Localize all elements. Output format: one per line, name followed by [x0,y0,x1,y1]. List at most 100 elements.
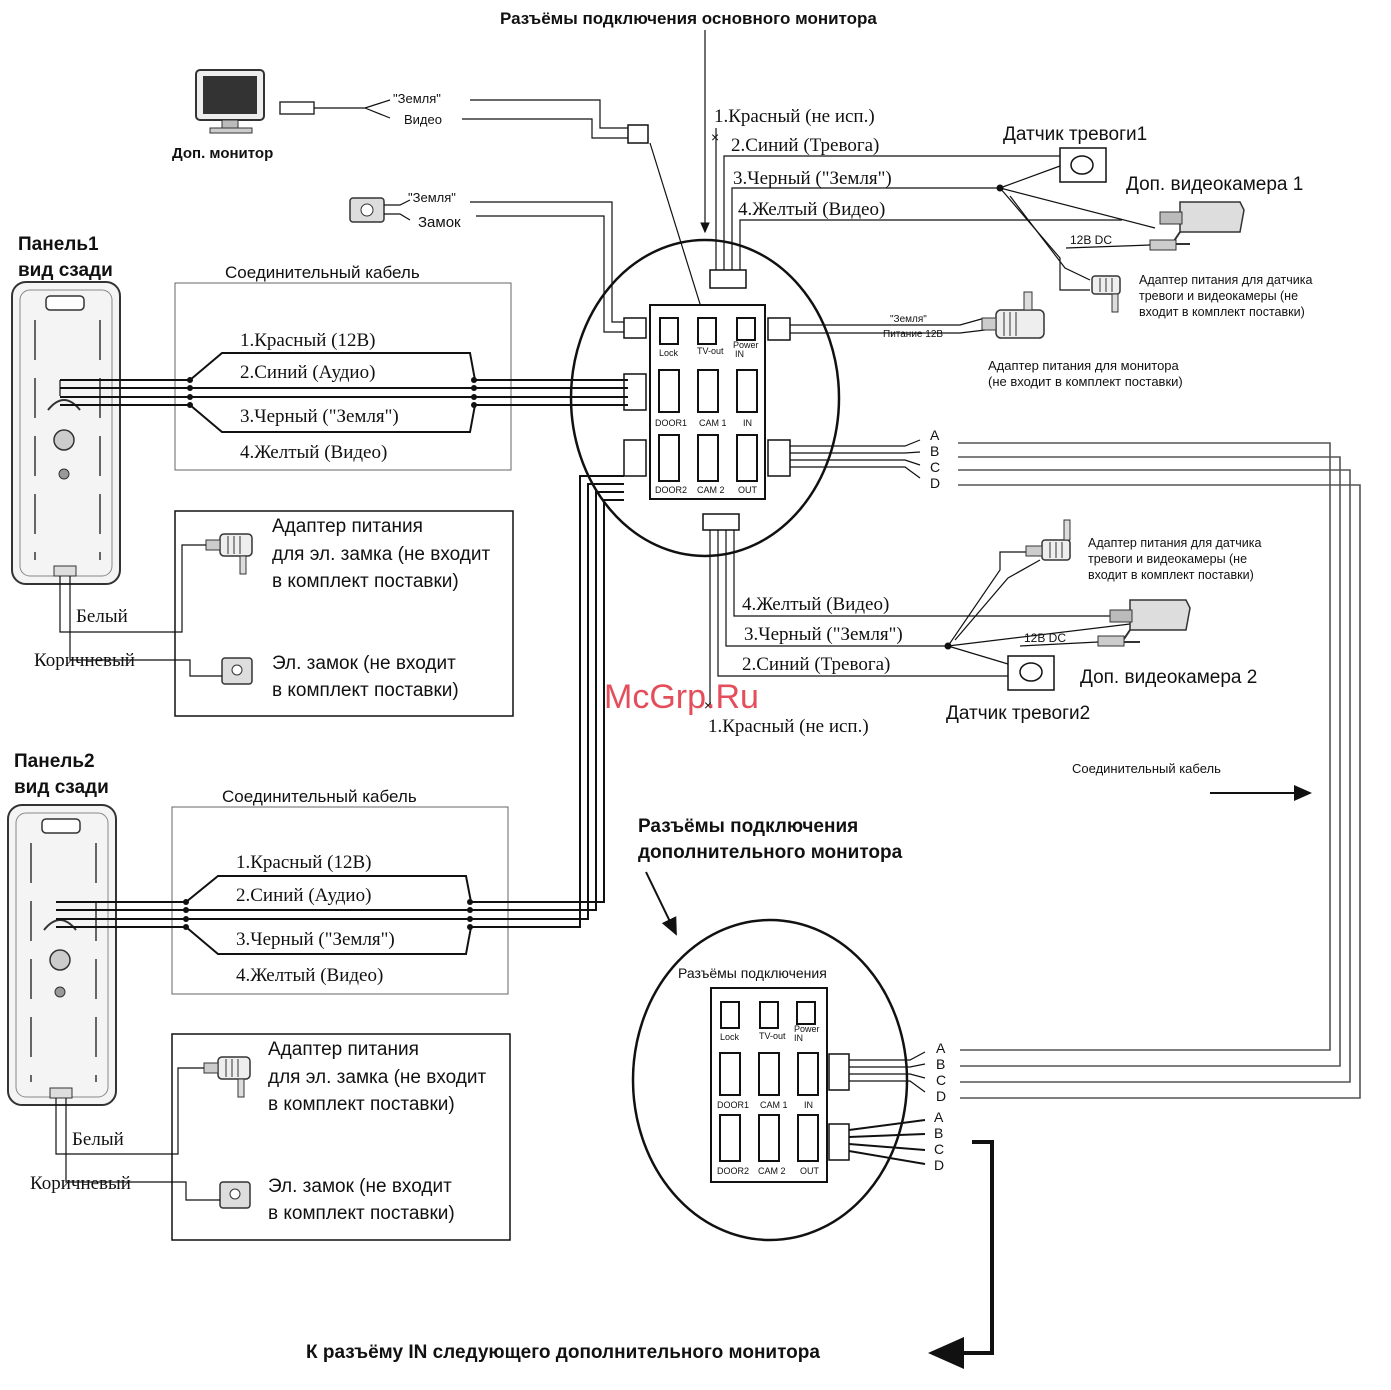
alarm-sensor-1-label: Датчик тревоги1 [1003,124,1147,145]
panel2-lock-icon [219,1181,251,1209]
out-plug [767,439,791,477]
ext-in-d: D [936,1088,946,1104]
ext-out-c: C [934,1141,944,1157]
cam2-wire-yellow: 4.Желтый (Видео) [742,594,889,615]
panel2-adapter-l1: Адаптер питания [268,1039,419,1060]
ext-in-c: C [936,1072,946,1088]
panel1-cable-title: Соединительный кабель [225,263,420,282]
panel1-wire-blue: 2.Синий (Аудио) [240,362,375,383]
panel1-adapter-l2: для эл. замка (не входит [272,544,490,565]
extra-monitor-icon [195,69,265,134]
panel2-adapter-l2: для эл. замка (не входит [268,1067,486,1088]
main-out-c: C [930,459,940,475]
ext-in-plug [828,1053,850,1091]
camera-2-adapter-l2: тревоги и видеокамеры (не [1088,552,1247,566]
main-power-label: Power [733,340,759,350]
panel1-lock-frame [174,510,514,717]
camera-1-adapter-icon [1091,275,1121,313]
ext-monitor-outline [631,918,909,1242]
ext-title-arrow [645,871,677,936]
tvout-plug [627,124,649,144]
ext-door2-label: DOOR2 [717,1166,749,1176]
camera-2-dc: 12В DC [1024,631,1066,645]
ext-cam1-label: CAM 1 [760,1100,788,1110]
panel1-wire-yellow: 4.Желтый (Видео) [240,442,387,463]
camera-2-adapter-l1: Адаптер питания для датчика [1088,536,1261,550]
door1-plug [623,373,647,411]
panel1-cable-frame [174,282,512,471]
cam1-wire-yellow: 4.Желтый (Видео) [738,199,885,220]
main-connector-panel [649,304,766,500]
panel2-subtitle: вид сзади [14,777,109,798]
monitor-power-ground: "Земля" [890,314,927,325]
cam2-wire-blue: 2.Синий (Тревога) [742,654,890,675]
panel2-adapter-l3: в комплект поставки) [268,1094,455,1115]
panel1-lock-icon [221,657,253,685]
cam2-plug [702,513,740,531]
main-connector-glyphs [658,317,758,482]
camera-1-label: Доп. видеокамера 1 [1126,174,1303,195]
svg-text:×: × [704,697,712,713]
panel2-adapter-icon [203,1056,251,1098]
panel2-wire-black: 3.Черный ("Земля") [236,929,395,950]
panel1-brown-label: Коричневый [34,650,135,671]
main-monitor-title: Разъёмы подключения основного монитора [500,9,877,28]
ext-lock-label: Lock [720,1032,740,1042]
ext-out-d: D [934,1157,944,1173]
panel1-adapter-l1: Адаптер питания [272,516,423,537]
ext-connector-panel [710,987,828,1183]
alarm-sensor-2 [1007,655,1055,691]
ext-door1-label: DOOR1 [717,1100,749,1110]
door2-plug [623,439,647,477]
monitor-power-adapter-l2: (не входит в комплект поставки) [988,374,1183,389]
panel2-wire-blue: 2.Синий (Аудио) [236,885,371,906]
monitor-power-adapter-icon [981,291,1045,339]
main-tvout-label: TV-out [697,346,724,356]
main-out-b: B [930,443,939,459]
extra-monitor-ground: "Земля" [393,91,441,106]
main-cam2-label: CAM 2 [697,485,725,495]
ext-out-b: B [934,1125,943,1141]
camera-2-adapter-l3: входит в комплект поставки) [1088,568,1254,582]
cam1-wire-red: 1.Красный (не исп.) [714,106,875,127]
ext-monitor-title-l1: Разъёмы подключения [638,816,858,837]
panel1-wire-red: 1.Красный (12В) [240,330,375,351]
panel1-title: Панель1 [18,234,99,255]
main-in-label: IN [743,418,752,428]
camera-2-icon [1097,599,1191,647]
panel2-lock-l1: Эл. замок (не входит [268,1176,452,1197]
ext-cam2-label: CAM 2 [758,1166,786,1176]
watermark: McGrp.Ru [604,678,759,716]
power-plug [767,317,791,341]
ext-out-label: OUT [800,1166,820,1176]
main-out-d: D [930,475,940,491]
panel1-adapter-l3: в комплект поставки) [272,571,459,592]
panel1-white-label: Белый [76,606,128,627]
ext-power-in-label: IN [794,1033,803,1043]
bottom-caption: К разъёму IN следующего дополнительного … [306,1342,820,1363]
main-cam1-label: CAM 1 [699,418,727,428]
extra-monitor-label: Доп. монитор [172,145,273,162]
cam1-wire-blue: 2.Синий (Тревога) [731,135,879,156]
alarm-sensor-2-label: Датчик тревоги2 [946,703,1090,724]
camera-1-adapter-l2: тревоги и видеокамеры (не [1139,289,1298,303]
ext-tvout-label: TV-out [759,1031,786,1041]
ext-monitor-title-l2: дополнительного монитора [638,842,903,863]
ext-connector-glyphs [719,1001,819,1162]
rca-plug [279,101,315,115]
svg-text:×: × [711,129,719,145]
ext-in-b: B [936,1056,945,1072]
cam1-plug [709,269,747,289]
main-door1-label: DOOR1 [655,418,687,428]
panel2-wire-yellow: 4.Желтый (Видео) [236,965,383,986]
camera-1-icon [1149,201,1245,251]
panel1-adapter-icon [205,533,253,575]
panel2-white-label: Белый [72,1129,124,1150]
panel2-brown-label: Коричневый [30,1173,131,1194]
main-power-in-label: IN [735,349,744,359]
cam1-wire-black: 3.Черный ("Земля") [733,168,892,189]
panel1-wire-black: 3.Черный ("Земля") [240,406,399,427]
camera-2-adapter-icon [1025,519,1071,561]
panel2-title: Панель2 [14,751,95,772]
